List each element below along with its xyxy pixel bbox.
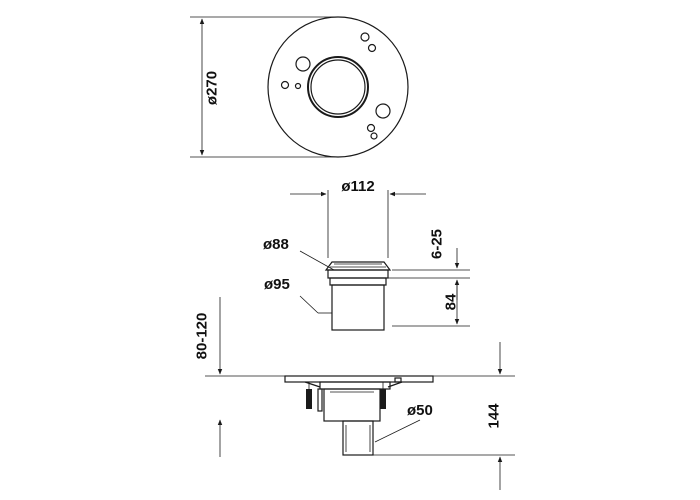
dim-outlet-diameter: ø50 [374,402,433,443]
label-outlet-diameter: ø50 [407,402,433,419]
dim-strainer-body: ø95 [264,276,332,314]
label-bowl-diameter: ø112 [341,178,374,195]
dim-total-height: 144 [373,342,515,490]
label-floor-build-up: 80-120 [193,313,210,360]
drain-body [284,375,434,456]
top-view-plate [267,16,409,158]
dim-strainer-top: ø88 [263,236,335,271]
label-total-height: 144 [485,403,502,429]
strainer-insert [324,261,392,331]
label-strainer-height: 84 [442,293,459,310]
dim-bowl-diameter: ø112 [290,178,426,258]
dim-strainer-heights: 6-25 84 [388,229,470,327]
label-strainer-top: ø88 [263,236,289,253]
dim-floor-build-up: 80-120 [193,297,285,457]
dim-plate-diameter: ø270 [190,16,338,158]
label-plate-diameter: ø270 [203,71,220,105]
label-strainer-body: ø95 [264,276,290,293]
label-adjust-range: 6-25 [428,229,445,259]
